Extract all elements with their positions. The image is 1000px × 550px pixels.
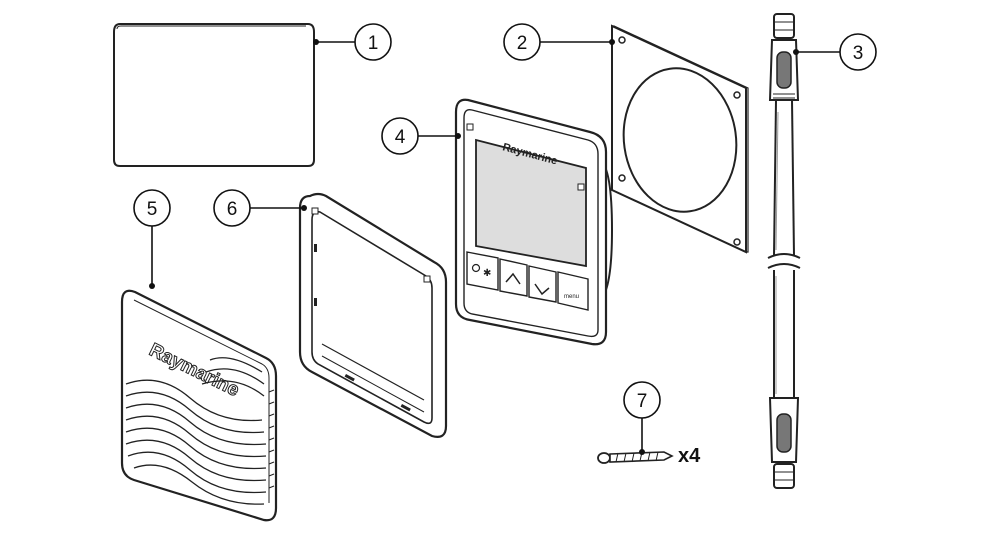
up-arrow-icon (505, 272, 521, 285)
callout-7: 7 (623, 381, 661, 455)
callout-6: 6 (213, 189, 307, 227)
part-3-cable (767, 13, 801, 489)
part-2-gasket (611, 24, 749, 254)
power-icon (471, 263, 481, 273)
callout-5: 5 (133, 189, 171, 289)
callout-4: 4 (381, 117, 461, 155)
part-4-display-unit: Raymarine ✱ menu (454, 98, 614, 346)
callout-3: 3 (793, 33, 877, 71)
suncover-wave-lines (125, 357, 267, 505)
callout-6-label: 6 (227, 199, 238, 220)
down-arrow-icon (534, 283, 550, 296)
brightness-icon: ✱ (483, 268, 491, 279)
part-1-sun-cover (113, 23, 315, 167)
part-6-bezel-frame (298, 192, 448, 438)
part-7-screw: x4 (597, 445, 701, 467)
callout-4-label: 4 (395, 127, 406, 148)
callout-1-label: 1 (368, 33, 379, 54)
callout-5-label: 5 (147, 199, 158, 220)
menu-key-text: menu (564, 294, 579, 300)
suncover-side-ribs (268, 389, 275, 489)
display-keypad: ✱ menu (466, 251, 589, 311)
callout-7-label: 7 (637, 391, 648, 412)
callout-2-label: 2 (517, 33, 528, 54)
callout-2: 2 (503, 23, 615, 61)
callout-3-label: 3 (853, 43, 864, 64)
part-5-suncover: Raymarine (120, 289, 278, 522)
screw-quantity: x4 (678, 445, 701, 467)
callout-1: 1 (313, 23, 392, 61)
